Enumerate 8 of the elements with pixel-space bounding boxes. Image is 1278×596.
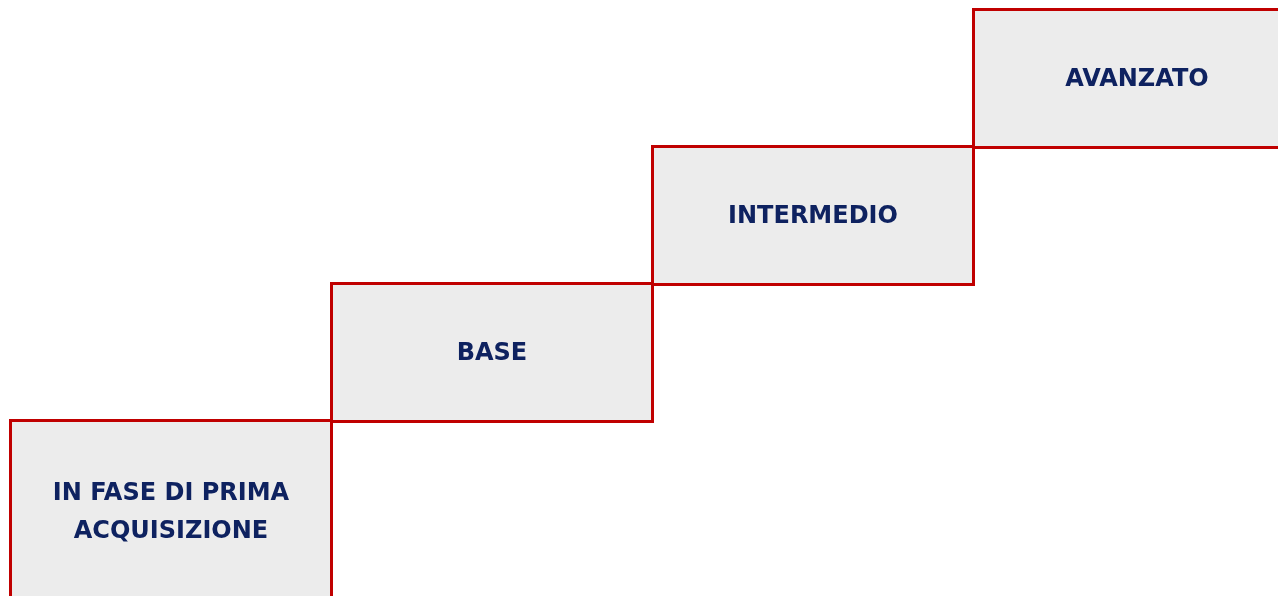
level-box	[9, 419, 333, 596]
level-box	[972, 8, 1278, 149]
level-box	[330, 282, 654, 423]
level-label: INTERMEDIO	[728, 200, 898, 232]
level-label: AVANZATO	[1065, 63, 1209, 95]
level-label: BASE	[456, 337, 528, 369]
level-label: IN FASE DI PRIMA ACQUISIZIONE	[51, 476, 291, 546]
level-box	[651, 145, 975, 286]
